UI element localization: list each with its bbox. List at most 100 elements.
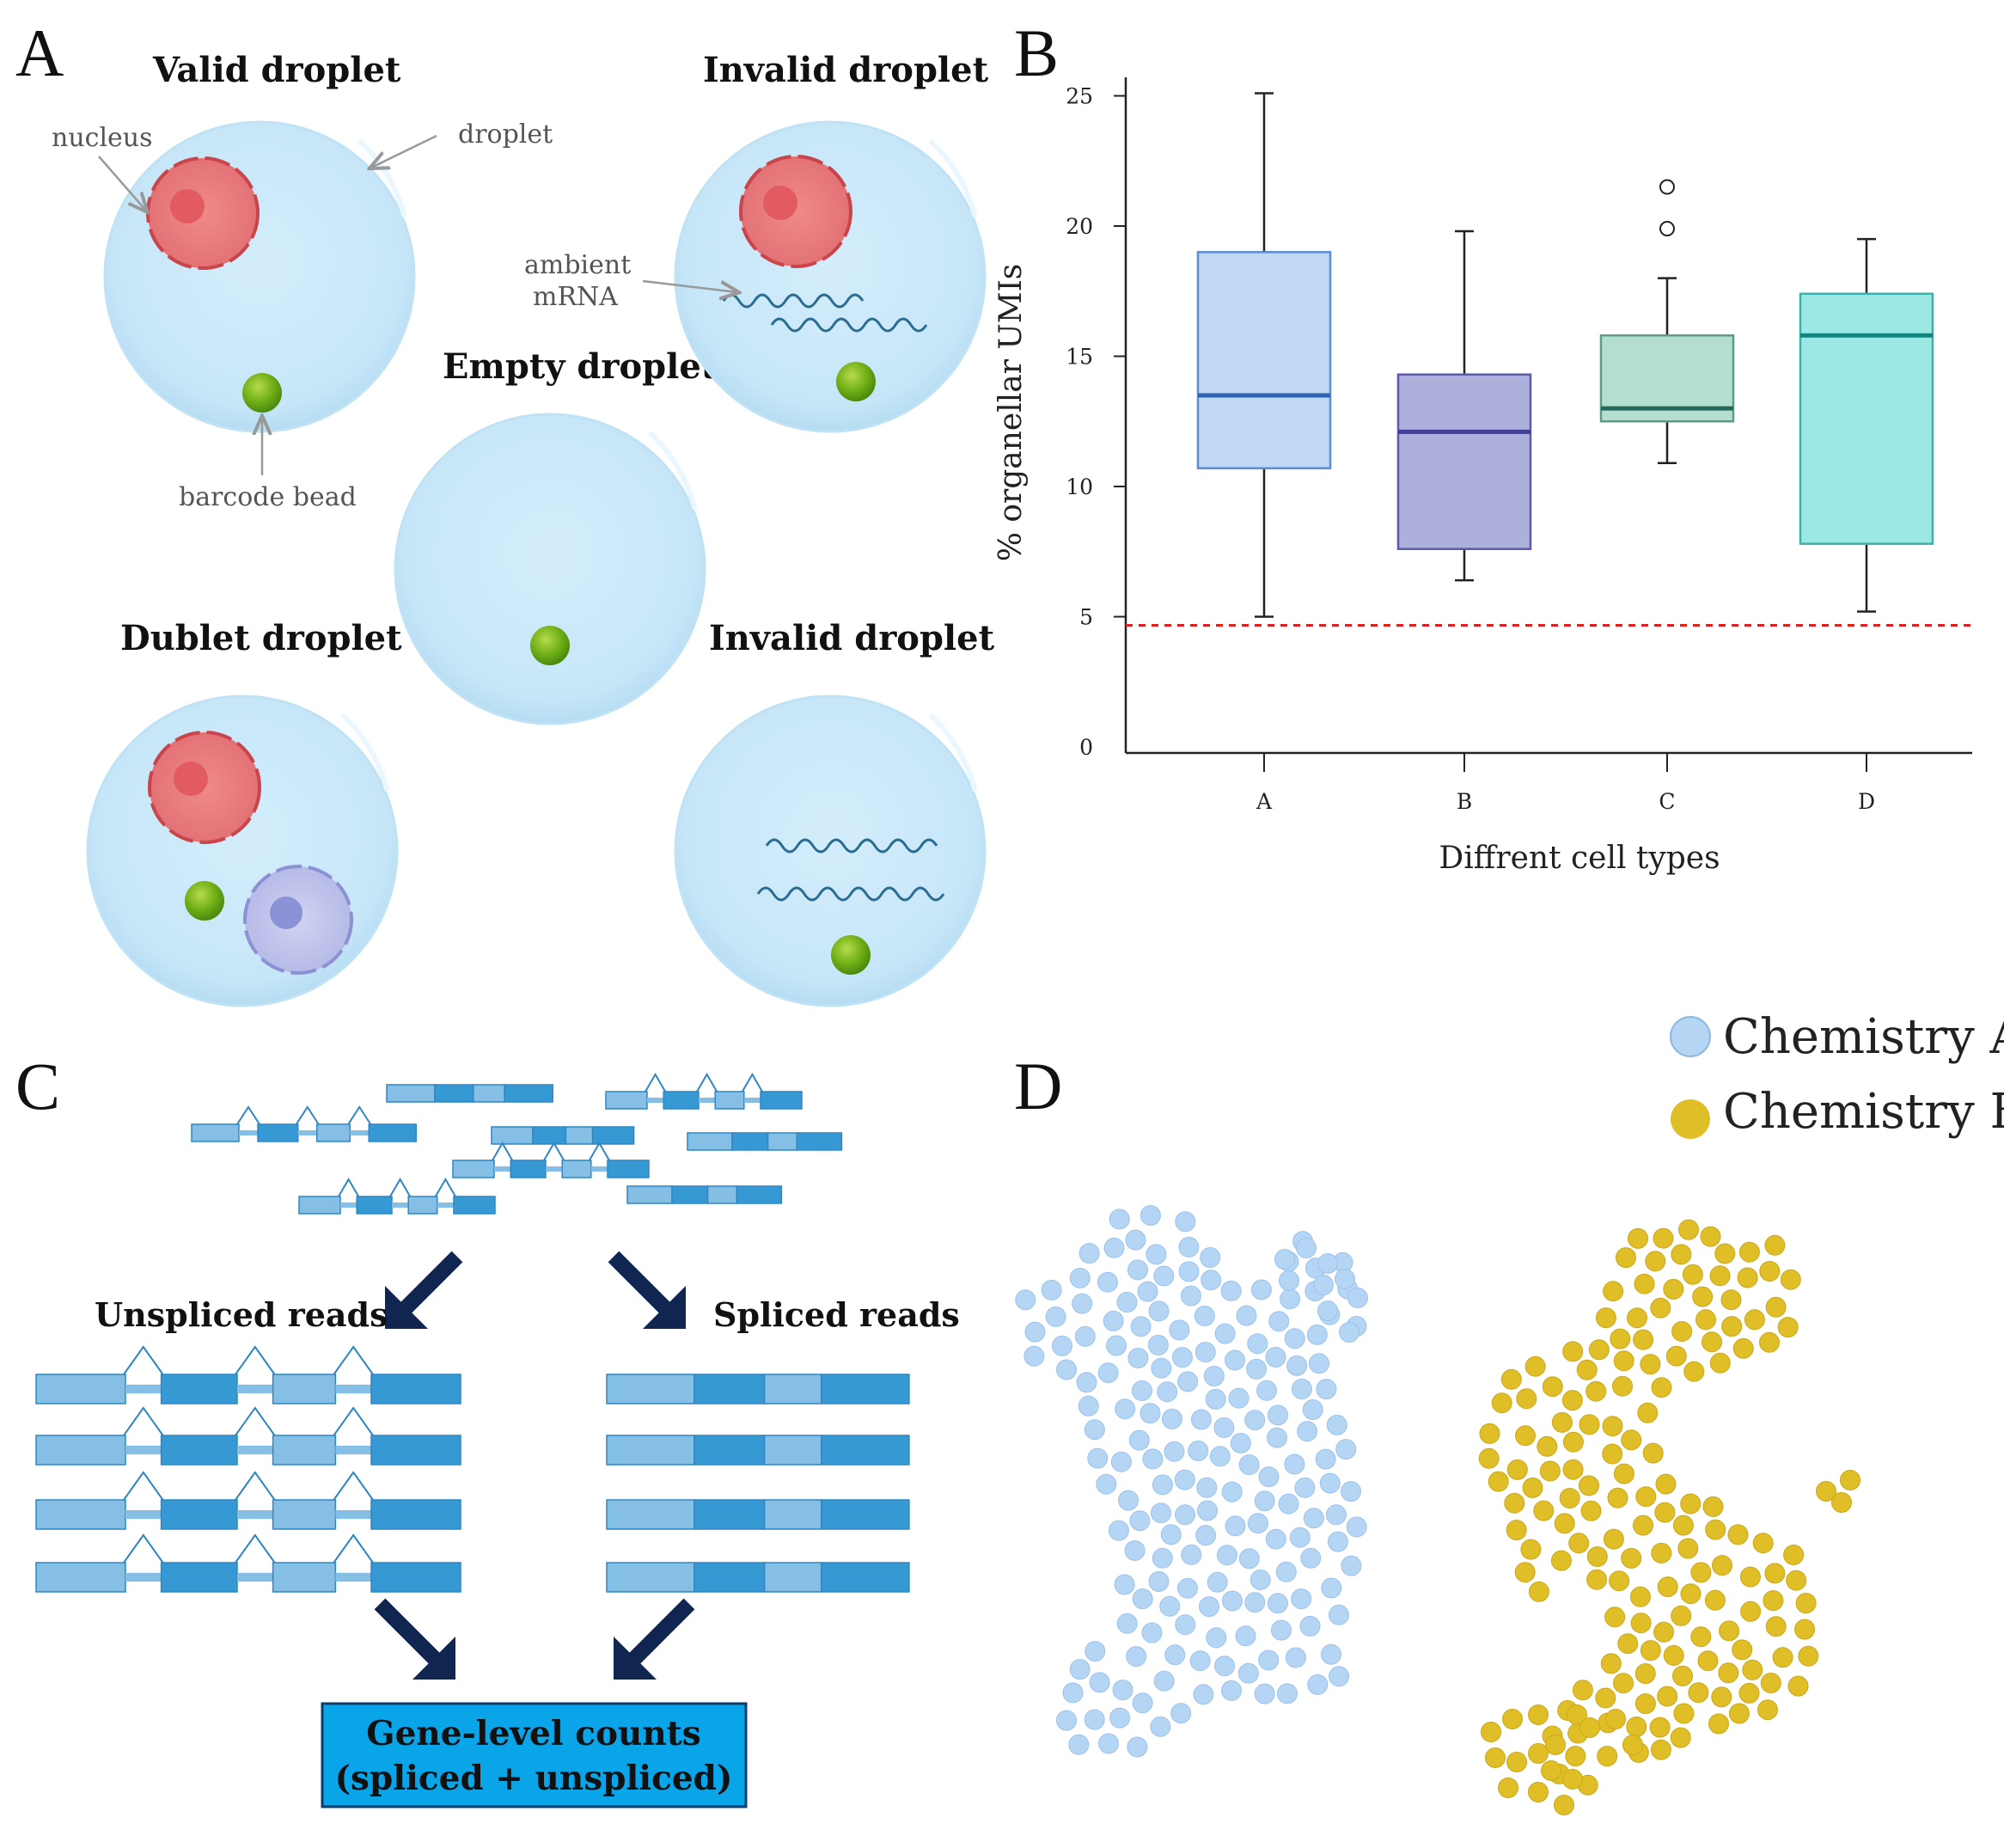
cell-point [1109,1209,1130,1230]
exon-segment [272,1562,337,1593]
dublet-droplet-title: Dublet droplet [120,618,402,658]
cell-point [1506,1520,1527,1541]
spliced-read [606,1435,910,1466]
cell-point [1672,1515,1694,1536]
splice-junction [123,1533,164,1563]
cell-point [1247,1333,1268,1355]
cell-point [1127,1348,1149,1368]
exon-segment [693,1435,766,1466]
nucleus-label: nucleus [52,123,153,153]
cell-point [1633,1329,1654,1350]
cell-point [1103,1310,1124,1331]
cell-point [1171,1347,1193,1368]
cell-point [1153,1670,1175,1692]
intron-segment [392,1202,409,1208]
cell-point [1690,1562,1712,1583]
exon-segment [453,1196,496,1215]
exon-segment [386,1084,436,1103]
cell-point [1256,1380,1277,1401]
cell-point [1265,1347,1286,1368]
exon-segment [370,1499,461,1530]
spliced-read [606,1562,910,1593]
exon-segment [821,1562,910,1593]
cell-point [1175,1504,1195,1526]
dublet-droplet [86,695,399,1007]
cell-point [1246,1358,1268,1380]
exon-segment [316,1123,351,1142]
cell-point [1346,1516,1367,1538]
cell-point [1602,1416,1623,1437]
cell-point [1491,1392,1512,1414]
cell-point [1074,1325,1096,1347]
exon-segment [368,1123,417,1142]
cell-point [1170,1703,1192,1724]
cell-point [1640,1640,1661,1661]
cell-point [1528,1782,1549,1802]
splice-junction [235,1471,276,1501]
cell-point [1247,1513,1268,1534]
cell-point [1194,1342,1216,1363]
cell-point [1654,1502,1676,1523]
cell-point [1502,1709,1523,1729]
intron-segment [743,1098,761,1103]
cell-point [1188,1441,1209,1461]
unspliced-read [452,1141,650,1178]
cell-point [1139,1205,1161,1226]
exon-segment [763,1562,822,1593]
legend-label-chemistry-b: Chemistry B [1723,1084,2004,1140]
cell-point [1595,1687,1616,1709]
cell-point [1299,1615,1321,1637]
intron-segment [125,1572,162,1582]
legend-label-chemistry-a: Chemistry A [1723,1009,2004,1065]
cell-point [1230,1433,1251,1453]
cell-point [1214,1323,1236,1344]
cell-point [1115,1398,1136,1420]
exon-segment [532,1126,567,1145]
exon-segment [760,1091,803,1110]
cell-point [1316,1379,1337,1400]
cell-point [1335,1439,1357,1460]
cell-point [1708,1713,1729,1735]
cell-point [1235,1625,1256,1647]
x-tick-label-c: C [1659,789,1675,814]
exon-segment [606,1374,695,1404]
second-nucleus-icon [243,865,353,975]
cell-point [1537,1435,1558,1457]
cell-point [1680,1493,1702,1515]
cell-point [1728,1703,1750,1724]
cell-point [1498,1778,1518,1798]
cell-point [1690,1626,1712,1648]
unspliced-read [35,1406,461,1466]
cell-point [1112,1680,1133,1701]
cell-point [1317,1253,1338,1274]
x-tick-label-d: D [1858,789,1875,814]
cell-point [1127,1259,1148,1281]
cell-point [1765,1296,1787,1318]
cell-point [1744,1309,1765,1331]
cell-point [1203,1366,1225,1386]
cell-point [1565,1746,1586,1767]
cell-point [1244,1592,1266,1613]
exon-segment [693,1562,766,1593]
empty-droplet-title: Empty droplet [443,346,718,387]
exon-segment [796,1132,843,1151]
cell-point [1737,1267,1758,1288]
cell-point [1309,1353,1329,1374]
cell-point [1096,1473,1117,1495]
valid-droplet-title: Valid droplet [152,50,401,90]
cell-point [1271,1619,1292,1641]
cell-point [1683,1361,1705,1382]
cell-point [1315,1448,1336,1470]
exon-segment [767,1132,798,1151]
cell-point [1528,1581,1549,1602]
gene-level-counts-box [321,1702,748,1808]
cell-point [1704,1589,1726,1611]
barcode-bead-icon [185,881,224,921]
exon-segment [473,1084,505,1103]
cell-point [1267,1593,1288,1614]
cell-point [1103,1237,1125,1258]
cell-point [1516,1388,1537,1410]
cell-point [1148,1300,1170,1322]
cell-point [1539,1460,1561,1482]
cell-point [1670,1727,1691,1748]
